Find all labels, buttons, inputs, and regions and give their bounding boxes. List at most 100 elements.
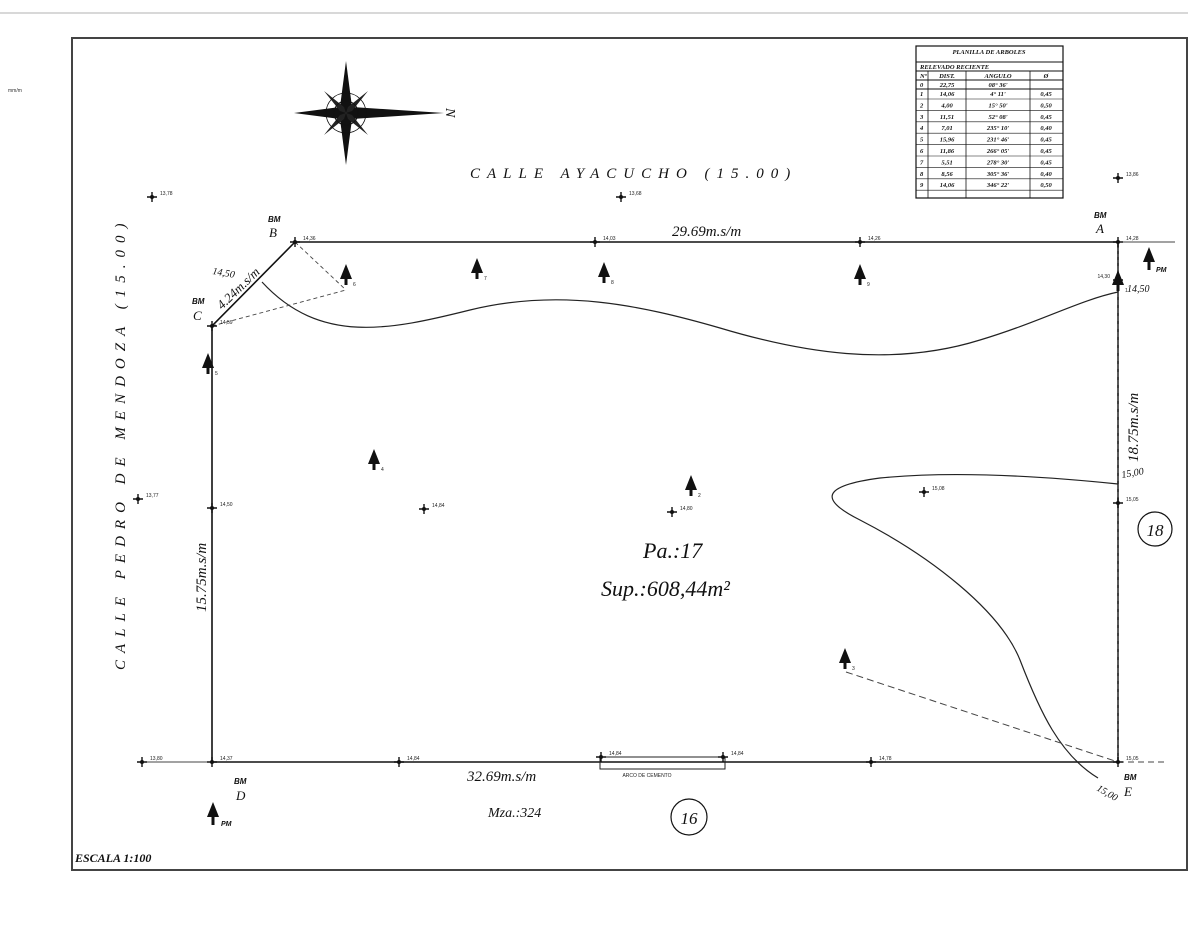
tree-table-cell: 8,56 [941,171,953,178]
neighbor-lot-bottom: 16 [681,809,699,828]
tree-number: 2 [698,493,701,499]
svg-text:A: A [1095,221,1104,236]
svg-text:BM: BM [268,215,281,224]
elevation-value: 13,86 [1126,172,1139,178]
elevation-value: 14,84 [432,503,445,509]
tree-table-cell: 0,45 [1040,159,1052,166]
elevation-marker: 14,36 [290,236,316,247]
pm-marker-icon: PM [207,802,232,828]
neighbor-lot-marker [670,798,708,836]
tree-table-cell: 14,06 [940,182,955,189]
tree-number: 8 [611,280,614,286]
cement-arch [599,756,726,770]
elevation-value: 15,05 [1126,756,1139,762]
dimension-top: 29.69m.s/m [672,224,741,240]
tree-table-cell: 0,45 [1040,114,1052,121]
elevation-value: 14,26 [868,236,881,242]
tree-table-header: ANGULO [983,73,1011,80]
tree-table-cell: 2 [919,102,924,109]
elevation-value: 13,68 [629,191,642,197]
svg-text:BM: BM [1124,773,1137,782]
tree-table-cell: 15,96 [940,137,955,144]
window-top-divider [0,12,1188,14]
pm-marker-icon: PM [1143,247,1167,274]
neighbor-lot-right: 18 [1147,521,1165,540]
elevation-value: 14,84 [609,751,622,757]
tree-table-cell: 8 [920,171,924,178]
elevation-value: 13,77 [146,493,159,499]
elevation-marker: 14,26 [855,236,881,247]
tree-table-cell: 0,40 [1040,125,1052,132]
contour-label: 14,50 [1127,284,1150,295]
tree-table-cell: 14,06 [940,91,955,98]
elevation-marker: 13,77 [133,493,159,504]
tree-icon: 1 [1112,270,1128,294]
elevation-value: 14,59 [220,320,233,326]
tree-table-title: PLANILLA DE ARBOLES [952,49,1025,56]
elevation-value: 14,28 [1126,236,1139,242]
contour-label: 15,00 [1121,466,1145,481]
parcel-surface: Sup.:608,44m² [601,576,730,601]
elevation-value: 14,30 [1097,274,1110,280]
tree-table-ref-cell: 08° 36' [988,82,1007,89]
tree-table-cell: 11,86 [940,148,955,155]
contour-label: 14,50 [211,266,235,281]
elevation-marker: 15,05 [1113,497,1139,508]
elevation-value: 14,36 [303,236,316,242]
tree-number: 9 [867,282,870,288]
vertex-c-label: BM C [192,297,205,323]
tree-table-cell: 0,45 [1040,91,1052,98]
tree-number: 5 [215,371,218,377]
dimension-left: 15.75m.s/m [194,543,210,612]
scale-label: ESCALA 1:100 [74,851,151,865]
contour-line [261,281,1119,356]
svg-text:E: E [1123,784,1132,799]
tree-number: 3 [852,666,855,672]
elevation-value: 15,05 [1126,497,1139,503]
north-arrow-icon [294,61,444,165]
tree-offset-line [294,241,347,291]
svg-text:D: D [235,788,246,803]
parcel-number: Pa.:17 [642,538,703,563]
elevation-marker: 14,37 [207,756,233,767]
tree-table: PLANILLA DE ARBOLES RELEVADO RECIENTE Nº… [915,45,1064,199]
tree-table-cell: 0,45 [1040,148,1052,155]
tree-icon: 6 [340,264,356,288]
elevation-marker: 14,84 [718,751,744,762]
neighbor-lot-marker [1137,511,1173,547]
street-left-label: CALLE PEDRO DE MENDOZA (15.00) [113,217,129,670]
tree-icon: 2 [685,475,701,499]
cement-arch-label: ARCO DE CEMENTO [622,773,671,779]
vertex-b-label: BM B [268,215,281,240]
vertex-e-label: BM E [1123,773,1137,799]
elevation-value: 14,37 [220,756,233,762]
tree-table-cell: 6 [920,148,924,155]
elevation-marker: 15,08 [919,486,945,497]
tree-table-cell: 0,40 [1040,171,1052,178]
tree-table-cell: 7 [920,159,924,166]
elevation-value: 14,50 [220,502,233,508]
tree-table-cell: 4,00 [940,102,953,109]
tree-icon: 9 [854,264,870,288]
tree-table-cell: 278° 30' [986,159,1009,166]
tree-table-ref-cell: 0 [920,82,924,89]
elevation-value: 14,84 [731,751,744,757]
tree-table-cell: 4 [919,125,924,132]
svg-text:C: C [193,308,202,323]
elevation-value: 14,80 [680,506,693,512]
tree-table-cell: 266° 05' [986,148,1009,155]
north-label: N [442,107,457,118]
tree-number: 1 [1125,288,1128,294]
tree-icon: 5 [202,353,218,377]
tree-table-row: 6 11,86 266° 05' 0,45 [920,148,1052,155]
elevation-marker: 14,84 [419,503,445,514]
tree-icon: 3 [839,648,855,672]
tree-table-cell: 52° 08' [988,114,1007,121]
tree-table-cell: 9 [920,182,924,189]
elevation-marker: 14,84 [596,751,622,762]
elevation-marker: 13,86 [1113,172,1139,183]
